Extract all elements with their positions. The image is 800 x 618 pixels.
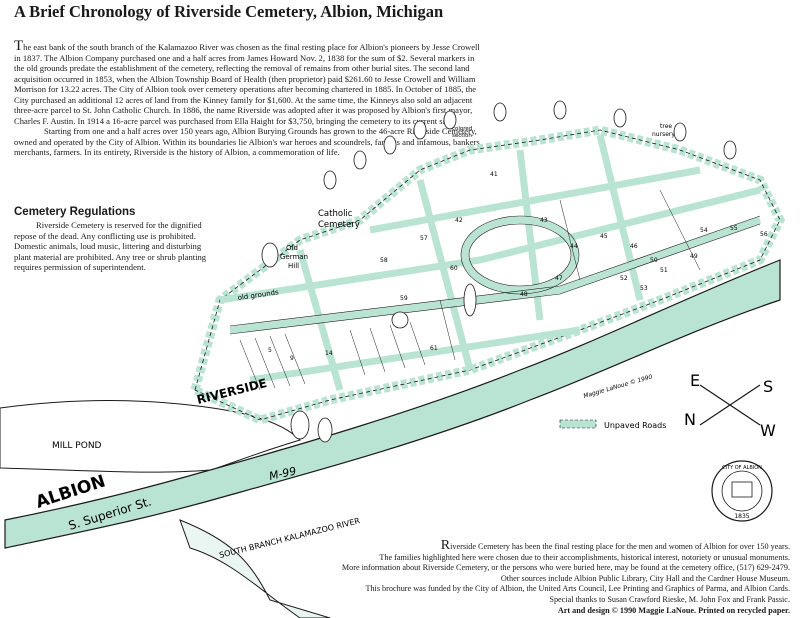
footer-dropcap: R <box>440 538 451 553</box>
plot-number: 52 <box>620 275 628 282</box>
intro-text: The east bank of the south branch of the… <box>14 39 482 158</box>
legend-swatch <box>559 419 597 429</box>
regulations-text: Riverside Cemetery is reserved for the d… <box>14 220 207 272</box>
plot-number: 46 <box>630 243 638 250</box>
interior-roads <box>219 134 762 391</box>
intro-paragraph-1: he east bank of the south branch of the … <box>14 42 480 126</box>
label-old-grounds: old grounds <box>237 288 279 302</box>
label-hill: Hill <box>288 262 299 270</box>
plot-number: 45 <box>600 233 608 240</box>
plot-number: 56 <box>760 231 768 238</box>
regulations-title: Cemetery Regulations <box>14 206 136 218</box>
footer-line-5: Special thanks to Susan Crawford Rieske,… <box>549 594 790 604</box>
plot-number: 47 <box>555 275 563 282</box>
artist-signature: Maggie LaNoue © 1990 <box>583 373 654 399</box>
footer-lead: iverside Cemetery has been the final res… <box>450 542 790 551</box>
label-mill-pond: MILL POND <box>52 441 102 451</box>
river <box>0 400 301 473</box>
seal-top-text: CITY OF ALBION <box>722 465 762 471</box>
plot-number: 9 <box>290 355 294 362</box>
plot-number: 53 <box>640 285 648 292</box>
label-catholic-cemetery: Cemetery <box>318 220 360 230</box>
compass-s: S <box>763 377 773 396</box>
label-colored: colored <box>452 126 472 132</box>
label-old: Old <box>286 244 298 252</box>
compass-w: W <box>760 421 776 440</box>
footer-line-4: This brochure was funded by the City of … <box>365 584 790 594</box>
legend-unpaved-label: Unpaved Roads <box>604 421 666 430</box>
plot-number: 61 <box>430 345 438 352</box>
plot-number: 57 <box>420 235 428 242</box>
seal-year: 1835 <box>734 513 749 520</box>
city-seal <box>711 460 773 522</box>
footer-line-2: More information about Riverside Cemeter… <box>341 563 790 573</box>
page-title: A Brief Chronology of Riverside Cemetery… <box>14 2 444 21</box>
plot-number: 49 <box>690 253 698 260</box>
plot-number: 48 <box>520 291 528 298</box>
compass-rose <box>699 384 761 426</box>
footer-line-6: Art and design © 1990 Maggie LaNoue. Pri… <box>557 605 790 615</box>
intro-paragraph-2: Starting from one and a half acres over … <box>14 126 482 157</box>
plot-number: 51 <box>660 267 668 274</box>
plot-number: 60 <box>450 265 458 272</box>
compass-n: N <box>684 410 696 429</box>
plot-number: 14 <box>325 350 333 357</box>
plot-number: 55 <box>730 225 738 232</box>
plot-number: 59 <box>400 295 408 302</box>
label-catholic: Catholic <box>318 209 353 219</box>
plot-number: 54 <box>700 227 708 234</box>
plot-grid <box>239 189 701 391</box>
label-german: German <box>280 253 308 261</box>
footer-line-3: Other sources include Albion Public Libr… <box>500 573 790 583</box>
footer-text: Riverside Cemetery has been the final re… <box>300 538 790 616</box>
river-south-branch <box>179 519 331 618</box>
plot-number: 50 <box>650 257 658 264</box>
compass-e: E <box>690 371 700 390</box>
label-tree: tree <box>660 123 672 130</box>
footer-line-1: The families highlighted here were chose… <box>379 552 790 562</box>
plot-number: 41 <box>490 171 498 178</box>
label-nursery: nursery <box>652 131 675 138</box>
plot-number: 42 <box>455 217 463 224</box>
label-m99: M-99 <box>268 465 298 483</box>
plot-number: 5 <box>268 347 272 354</box>
trees <box>261 100 737 443</box>
plot-number: 58 <box>380 257 388 264</box>
plot-number: 44 <box>570 243 578 250</box>
interior-roads-edges <box>229 215 761 335</box>
intro-dropcap: T <box>14 38 24 54</box>
plot-number: 43 <box>540 217 548 224</box>
label-section: section <box>452 133 472 139</box>
m99-road <box>4 259 781 549</box>
